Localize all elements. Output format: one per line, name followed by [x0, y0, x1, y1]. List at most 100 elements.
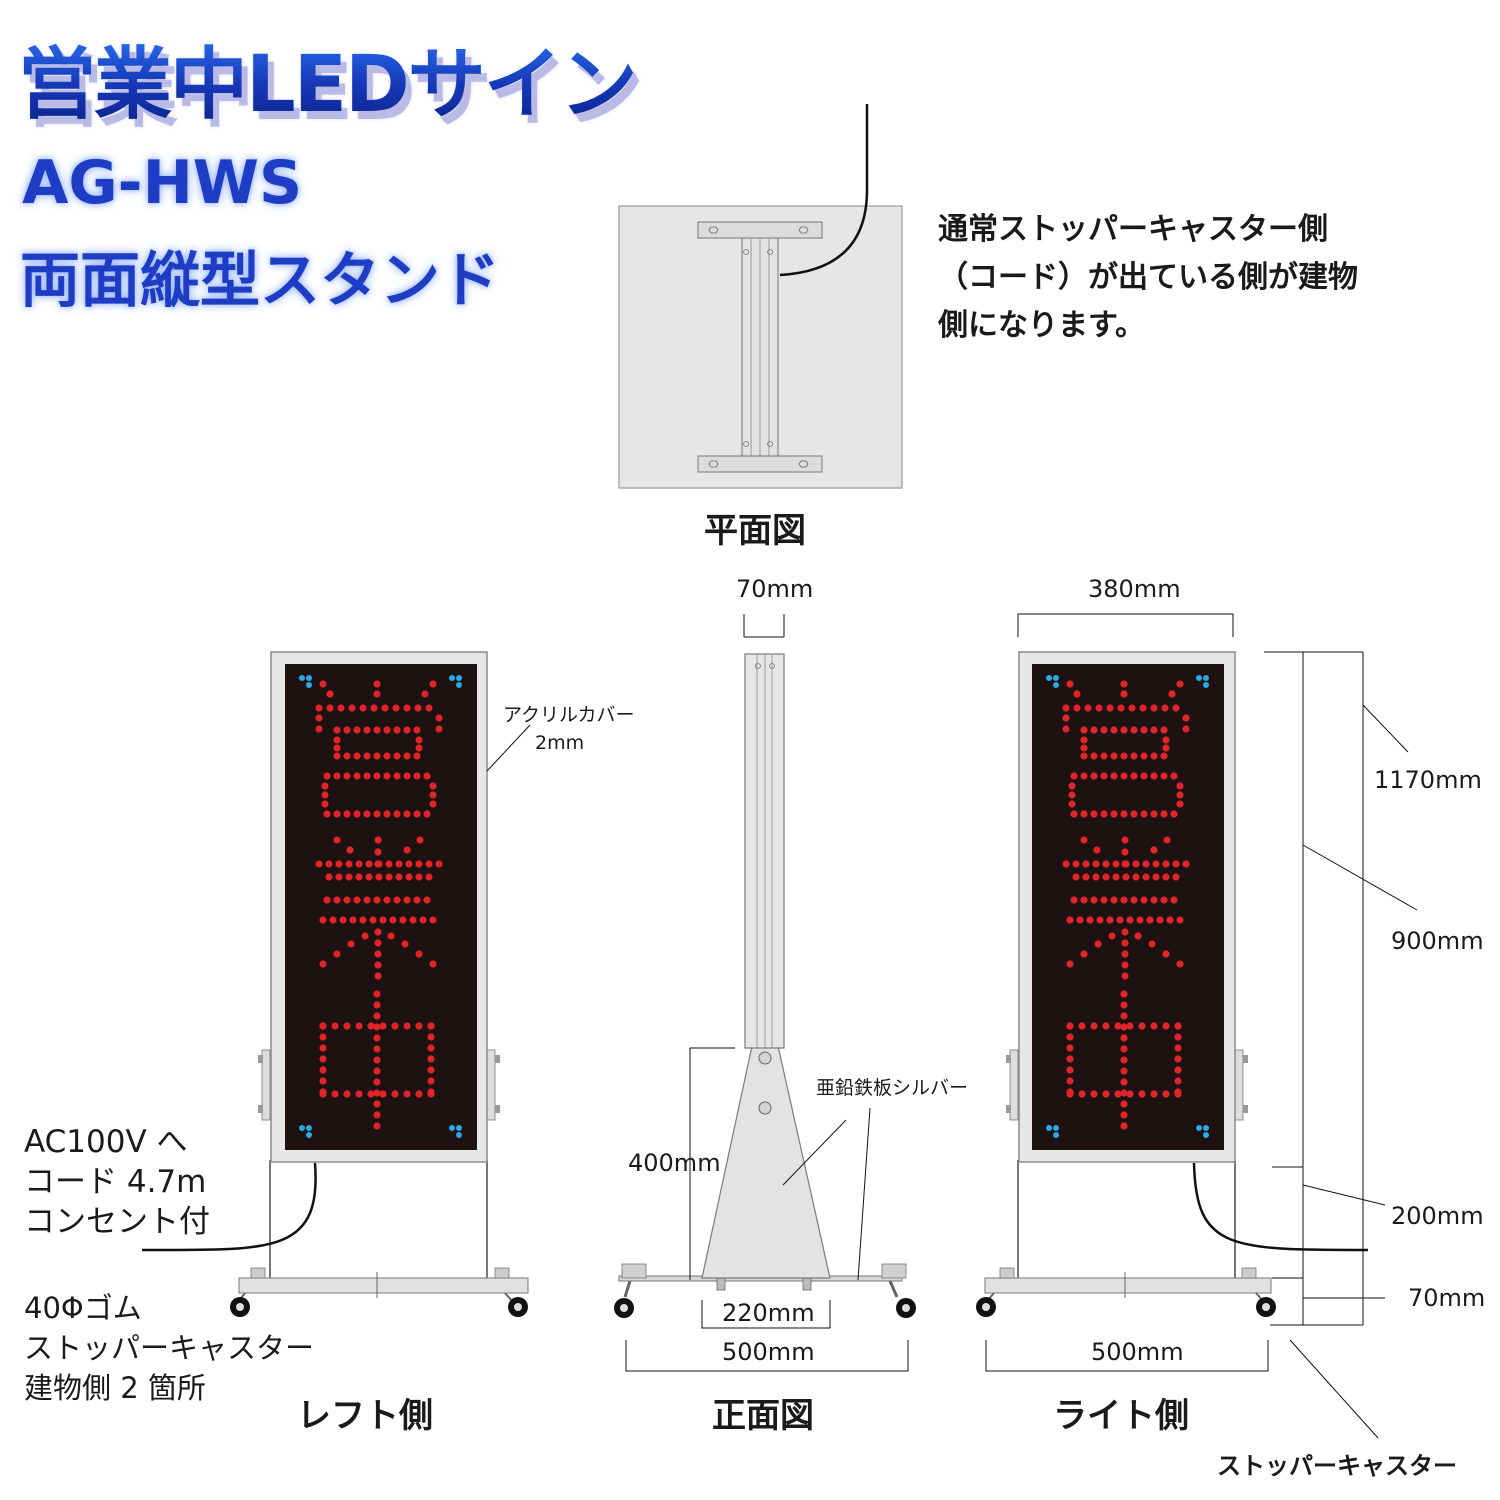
led-dot: [1196, 675, 1202, 681]
led-dot: [379, 1090, 387, 1098]
led-dot: [427, 1044, 435, 1052]
led-dot: [1120, 726, 1128, 734]
led-dot: [375, 873, 383, 881]
led-dot: [1121, 836, 1129, 844]
led-dot: [1121, 972, 1129, 980]
led-dot: [1078, 1090, 1086, 1098]
led-dot: [449, 675, 455, 681]
led-dot: [1110, 726, 1118, 734]
led-dot: [374, 848, 382, 856]
led-dot: [333, 736, 341, 744]
led-dot: [1090, 810, 1098, 818]
base-plate-height-dim: 400mm: [628, 1149, 721, 1177]
led-dot: [393, 726, 401, 734]
led-dot: [343, 810, 351, 818]
led-dot: [1114, 1022, 1122, 1030]
led-dot: [429, 960, 437, 968]
led-dot: [1142, 860, 1150, 868]
led-dot: [315, 704, 323, 712]
led-dot: [1140, 772, 1148, 780]
led-dot: [429, 791, 437, 799]
led-dot: [403, 846, 411, 854]
note-line-2: （コード）が出ている側が建物: [938, 260, 1358, 295]
led-dot: [1090, 772, 1098, 780]
led-dot: [429, 680, 437, 688]
led-dot: [1150, 1090, 1158, 1098]
led-matrix-right: [1046, 675, 1209, 1138]
led-dot: [365, 873, 373, 881]
led-dot: [1066, 1088, 1074, 1096]
led-dot: [1066, 1077, 1074, 1085]
base-height-dim: 70mm: [1408, 1284, 1486, 1312]
led-dot: [387, 932, 395, 940]
led-dot: [1053, 682, 1059, 688]
led-dot: [1140, 752, 1148, 760]
product-subtitle: 両面縦型スタンド: [20, 246, 500, 316]
led-dot: [425, 873, 433, 881]
led-dot: [348, 704, 356, 712]
led-dot: [1182, 714, 1190, 722]
led-dot: [363, 772, 371, 780]
led-dot: [1102, 1022, 1110, 1030]
led-dot: [1046, 675, 1052, 681]
led-dot: [1110, 772, 1118, 780]
led-dot: [1172, 704, 1180, 712]
led-dot: [427, 1088, 435, 1096]
led-dot: [306, 675, 312, 681]
led-dot: [1062, 860, 1070, 868]
led-dot: [367, 1090, 375, 1098]
led-dot: [1132, 860, 1140, 868]
led-dot: [363, 752, 371, 760]
led-dot: [1093, 846, 1101, 854]
led-dot: [1148, 940, 1156, 948]
led-dot: [353, 772, 361, 780]
page-title: 営業中LEDサイン: [18, 22, 638, 134]
led-dot: [1066, 1033, 1074, 1041]
led-dot: [343, 772, 351, 780]
led-dot: [1066, 1055, 1074, 1063]
led-dot: [333, 896, 341, 904]
led-dot: [1146, 916, 1154, 924]
led-dot: [373, 1122, 381, 1130]
led-dot: [1090, 896, 1098, 904]
led-dot: [355, 1090, 363, 1098]
led-dot: [1160, 896, 1168, 904]
led-dot: [1150, 896, 1158, 904]
led-dot: [373, 810, 381, 818]
led-dot: [415, 736, 423, 744]
led-dot: [425, 860, 433, 868]
led-dot: [1138, 1022, 1146, 1030]
led-dot: [393, 896, 401, 904]
led-dot: [1120, 1012, 1128, 1020]
led-dot: [355, 1022, 363, 1030]
led-dot: [333, 744, 341, 752]
led-dot: [383, 772, 391, 780]
led-dot: [1170, 772, 1178, 780]
led-dot: [321, 782, 329, 790]
led-dot: [319, 680, 327, 688]
led-dot: [1162, 744, 1170, 752]
led-dot: [1080, 810, 1088, 818]
stopper-caster-label: ストッパーキャスター: [1217, 1452, 1457, 1480]
led-dot: [423, 810, 431, 818]
led-dot: [335, 860, 343, 868]
led-dot: [383, 896, 391, 904]
led-dot: [1120, 1067, 1128, 1075]
led-dot: [425, 704, 433, 712]
led-dot: [306, 1132, 312, 1138]
pole-width-dim: 70mm: [736, 575, 814, 603]
led-dot: [1120, 1034, 1128, 1042]
led-dot: [1150, 726, 1158, 734]
led-dot: [373, 1078, 381, 1086]
led-dot: [1126, 1022, 1134, 1030]
led-dot: [321, 791, 329, 799]
led-dot: [319, 1077, 327, 1085]
led-dot: [375, 860, 383, 868]
led-dot: [391, 1090, 399, 1098]
power-spec-line-3: コンセント付: [24, 1204, 210, 1240]
sign-width-dim: 380mm: [1088, 575, 1181, 603]
led-dot: [383, 752, 391, 760]
led-dot: [1120, 1045, 1128, 1053]
led-dot: [1130, 810, 1138, 818]
